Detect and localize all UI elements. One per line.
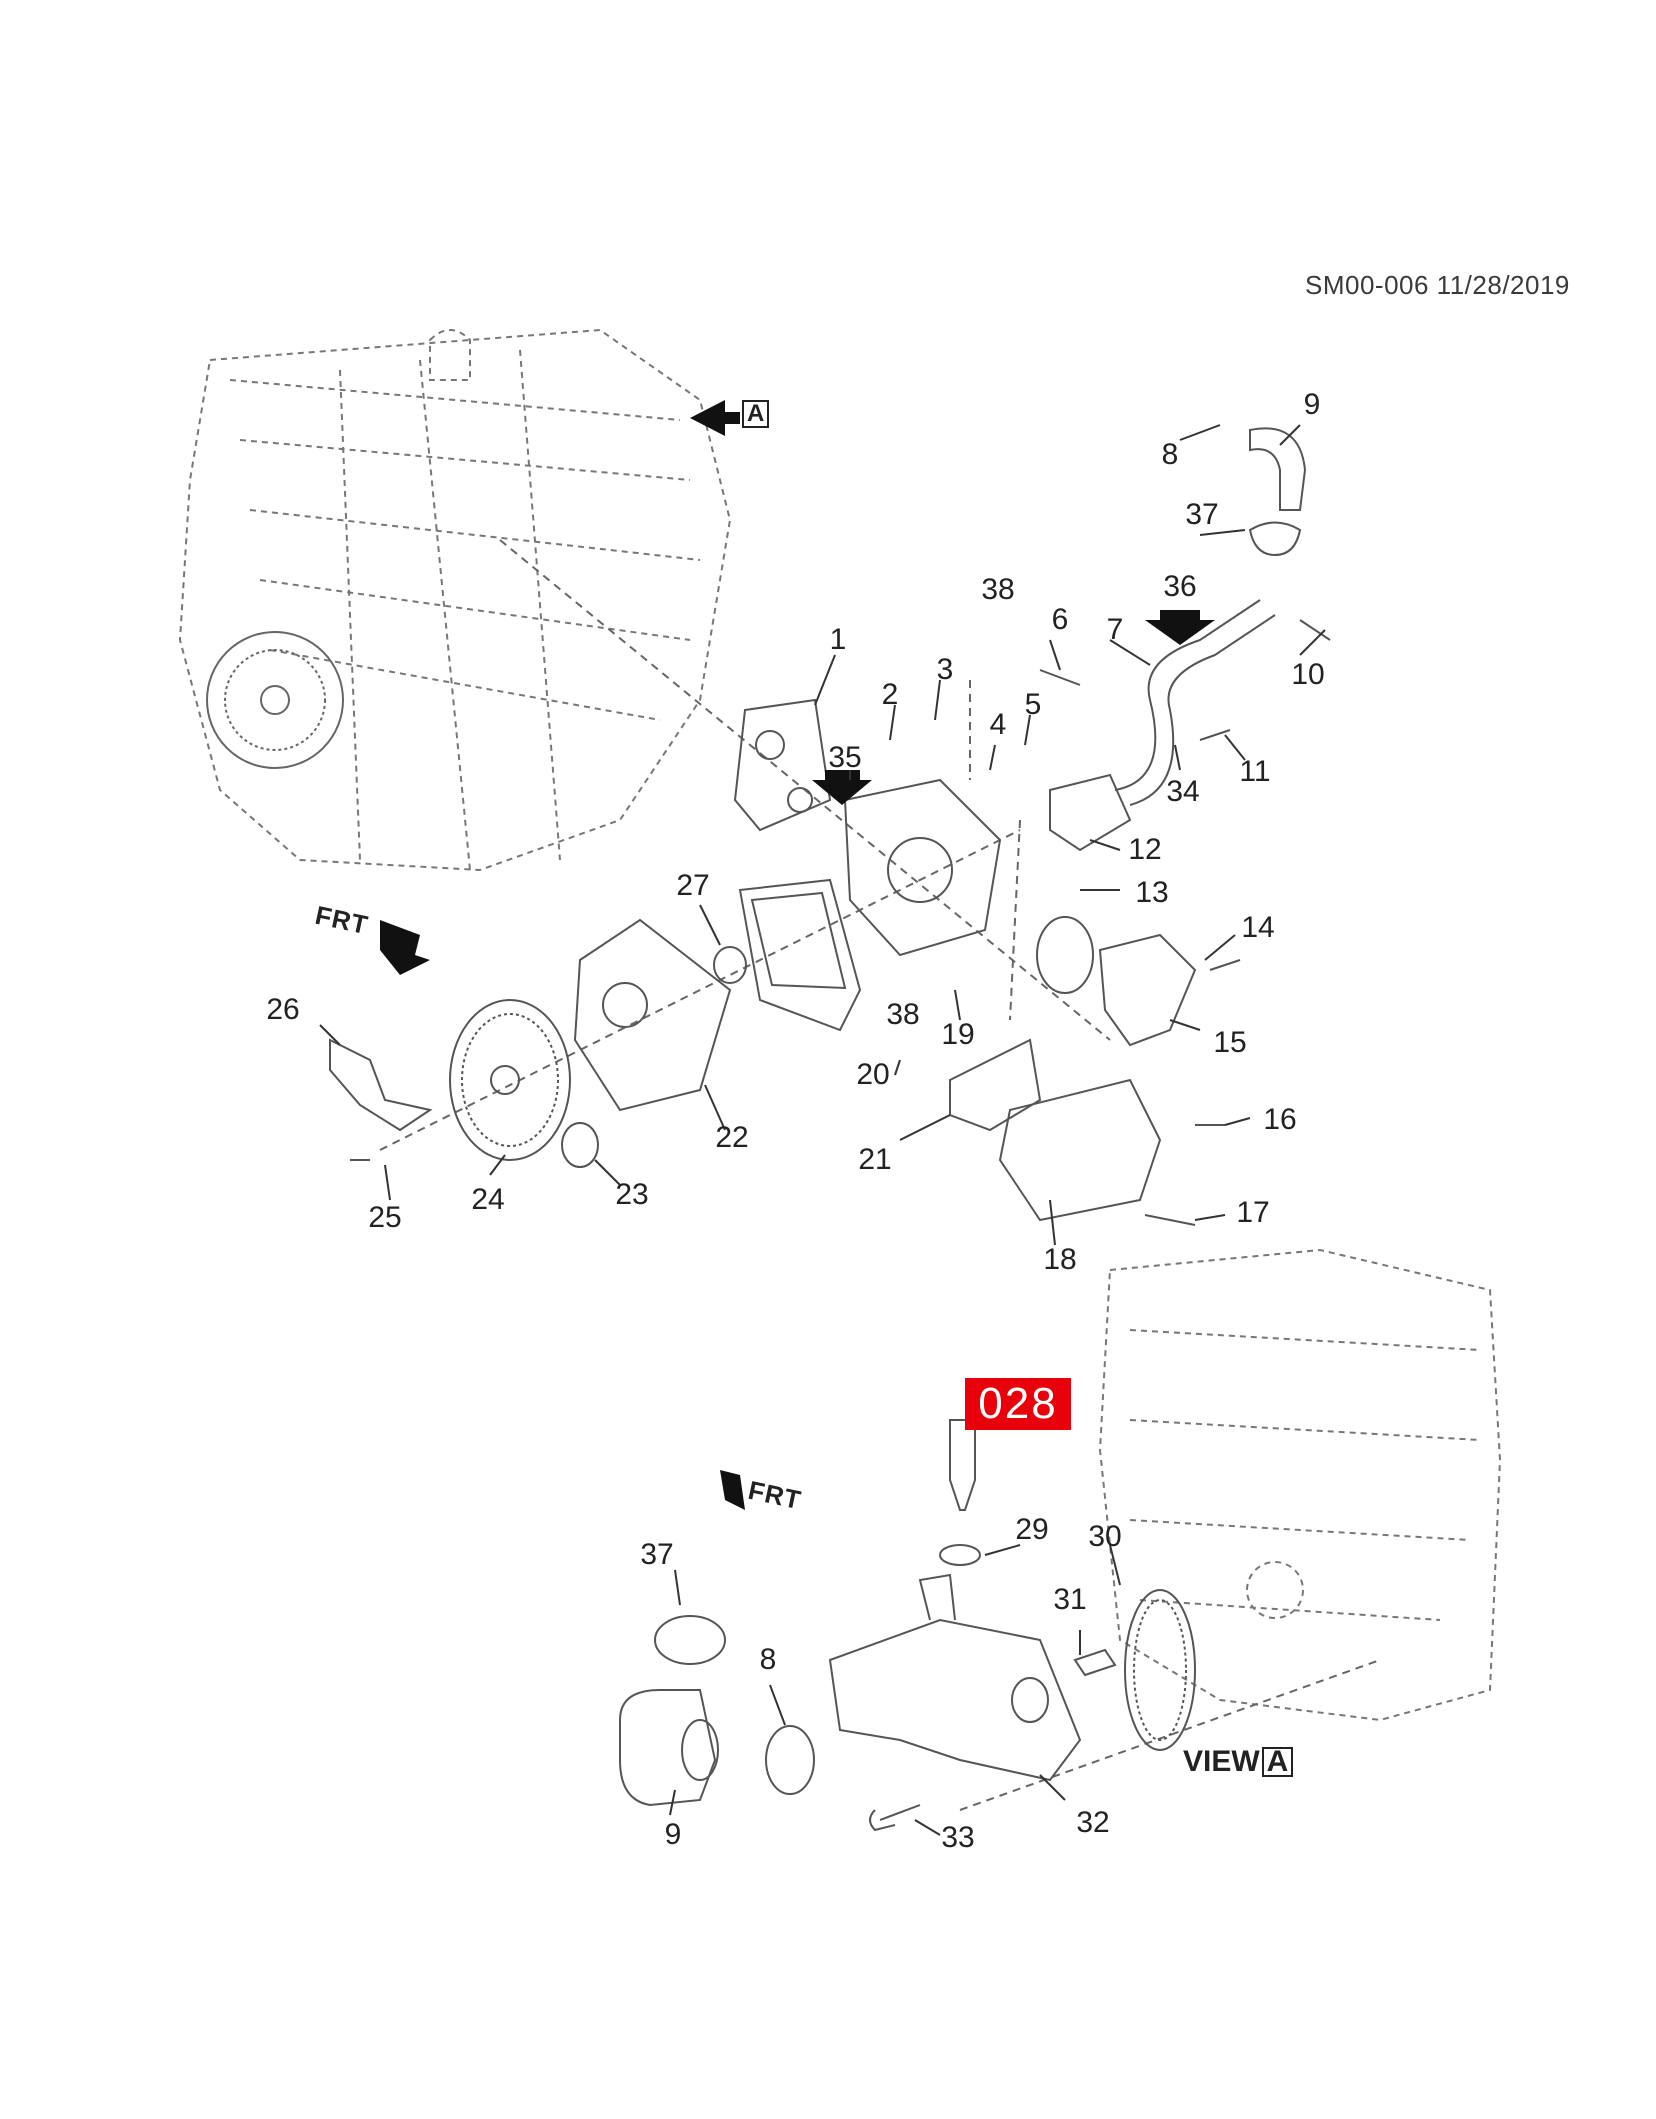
callout-label[interactable]: 25 [368,1201,402,1234]
callout-label[interactable]: 34 [1166,775,1200,808]
callout-label[interactable]: 36 [1163,570,1197,603]
callout-label[interactable]: 4 [989,708,1007,741]
callout-label[interactable]: 37 [1185,498,1219,531]
callout-label[interactable]: 17 [1236,1196,1270,1229]
callout-label[interactable]: 20 [856,1058,890,1091]
callout-label[interactable]: 21 [858,1143,892,1176]
callout-label[interactable]: 14 [1241,911,1275,944]
callout-label[interactable]: 15 [1213,1026,1247,1059]
callout-label[interactable]: 10 [1291,658,1325,691]
callout-label[interactable]: 2 [881,678,899,711]
callout-label[interactable]: 24 [471,1183,505,1216]
engine-block-sketch [178,328,732,872]
document-id: SM00-006 11/28/2019 [1305,270,1570,300]
callout-label[interactable]: 1 [829,623,847,656]
callout-label[interactable]: 8 [759,1643,777,1676]
callout-label[interactable]: 11 [1239,755,1271,788]
view-label-text: VIEW [1183,1745,1260,1778]
callout-label[interactable]: 16 [1263,1103,1297,1136]
callout-label[interactable]: 18 [1043,1243,1077,1276]
callout-label[interactable]: 7 [1106,613,1124,646]
callout-label[interactable]: 22 [715,1121,749,1154]
callout-label[interactable]: 12 [1128,833,1162,866]
callout-label[interactable]: 9 [1303,388,1321,421]
callout-label[interactable]: 37 [640,1538,674,1571]
highlighted-part-label[interactable]: 028 [965,1378,1071,1430]
view-label-tag: A [1261,1747,1294,1777]
callout-label[interactable]: 3 [936,653,954,686]
callout-label[interactable]: 9 [664,1818,682,1851]
callout-label[interactable]: 31 [1053,1583,1087,1616]
direction-arrows [380,400,1215,1510]
callout-label[interactable]: 6 [1051,603,1069,636]
arrow-tag: A [742,400,770,428]
flywheel-sketch [206,631,344,769]
callout-label[interactable]: 27 [676,869,710,902]
callout-label[interactable]: 38 [981,573,1015,606]
callout-label[interactable]: 19 [941,1018,975,1051]
callout-label[interactable]: 29 [1015,1513,1049,1546]
callout-label[interactable]: 26 [266,993,300,1026]
callout-label[interactable]: 33 [941,1821,975,1854]
callout-label[interactable]: 35 [828,741,862,774]
callout-label[interactable]: 23 [615,1178,649,1211]
callout-label[interactable]: 30 [1088,1520,1122,1553]
callout-label[interactable]: 5 [1024,688,1042,721]
callout-label[interactable]: 8 [1161,438,1179,471]
callout-label[interactable]: 32 [1076,1806,1110,1839]
engine-block-view-a [1098,1248,1502,1722]
callout-label[interactable]: 13 [1135,876,1169,909]
leader-lines [319,424,1326,1836]
callout-label[interactable]: 38 [886,998,920,1031]
